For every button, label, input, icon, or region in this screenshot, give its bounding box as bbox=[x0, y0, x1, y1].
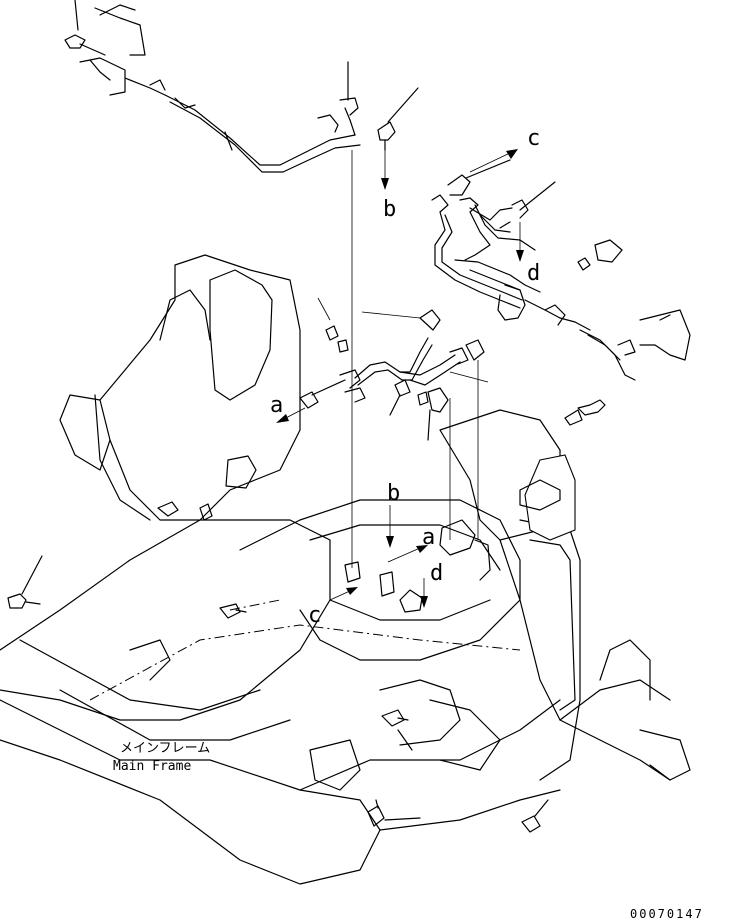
center-pipe-assembly bbox=[299, 309, 485, 441]
label-b-top: b bbox=[383, 197, 396, 222]
label-c-top: c bbox=[527, 126, 540, 151]
caption-en: Main Frame bbox=[113, 759, 191, 774]
center-bracket bbox=[344, 519, 491, 613]
label-a-left: a bbox=[270, 393, 283, 418]
drawing-code: 00070147 bbox=[630, 907, 704, 921]
top-left-pipe-assembly bbox=[64, 0, 419, 173]
label-c-center: c bbox=[308, 603, 321, 628]
label-a-center: a bbox=[422, 525, 435, 550]
label-b-center: b bbox=[387, 481, 400, 506]
top-right-pipe-assembly bbox=[431, 159, 691, 426]
center-line bbox=[89, 624, 521, 701]
label-d-center: d bbox=[430, 561, 443, 586]
main-frame bbox=[0, 254, 691, 885]
label-d-top: d bbox=[527, 261, 540, 286]
arrows bbox=[276, 149, 524, 608]
caption-jp: メインフレーム bbox=[120, 741, 210, 756]
grease-fittings bbox=[7, 455, 549, 833]
